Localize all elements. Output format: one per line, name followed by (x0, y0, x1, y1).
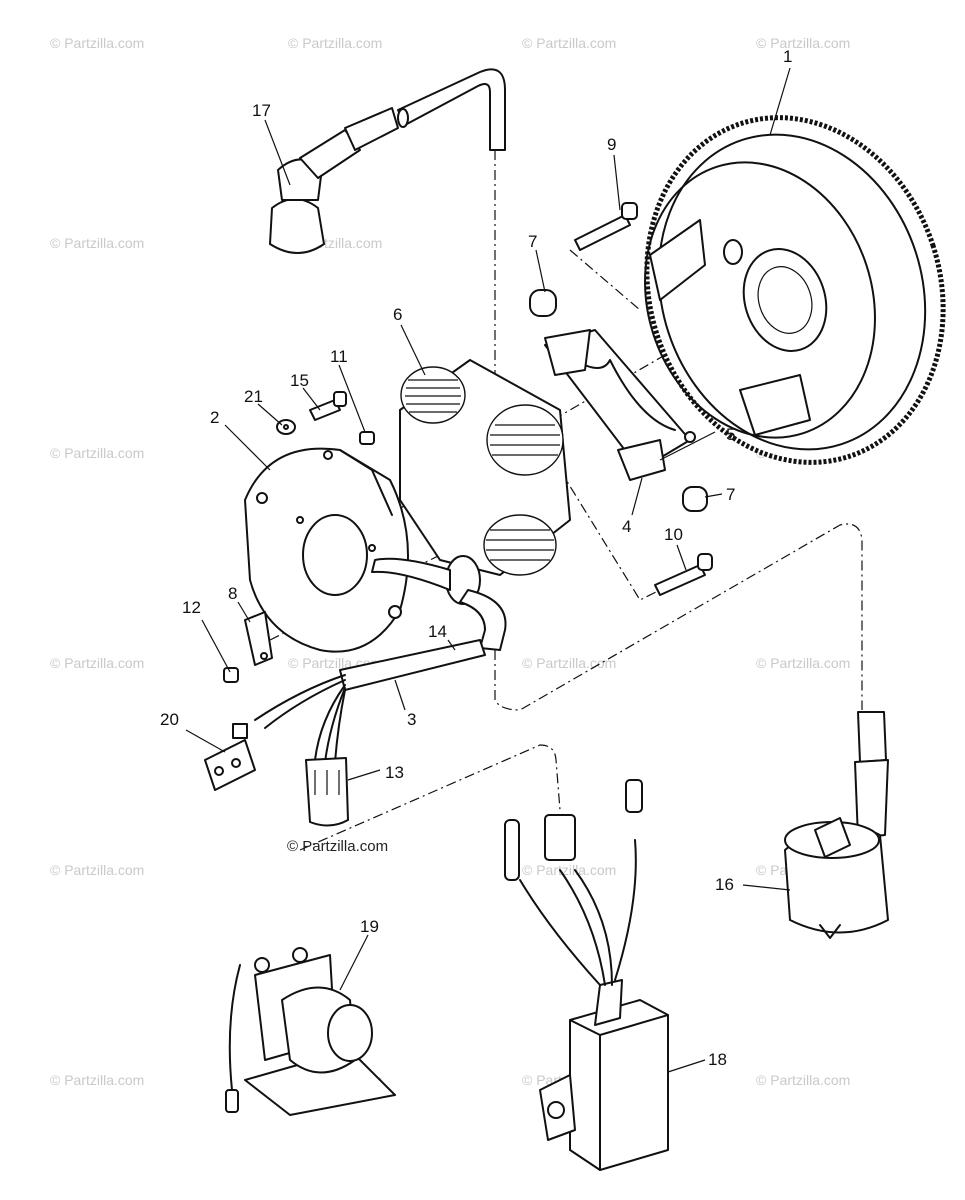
callout-6: 6 (393, 305, 402, 324)
callout-9: 9 (607, 135, 616, 154)
screw-upper (574, 202, 638, 251)
leader-lines (185, 67, 791, 1073)
coil-middle (486, 404, 564, 476)
washer-21 (276, 419, 296, 435)
callout-10: 10 (664, 525, 683, 544)
callout-7-upper: 7 (528, 232, 537, 251)
screw-12 (223, 667, 239, 683)
watermark: © Partzilla.com (50, 35, 144, 51)
watermark: © Partzilla.com (50, 655, 144, 671)
watermark: © Partzilla.com (50, 862, 144, 878)
coil-lower (483, 514, 557, 576)
watermark: © Partzilla.com (756, 655, 850, 671)
connector-20 (204, 723, 256, 791)
watermark: © Partzilla.com (50, 235, 144, 251)
watermark: © Partzilla.com (288, 35, 382, 51)
callout-19: 19 (360, 917, 379, 936)
callout-7-lower: 7 (726, 485, 735, 504)
spark-plug-cap (269, 68, 506, 254)
watermark: © Partzilla.com (756, 1072, 850, 1088)
screw-11 (359, 431, 375, 445)
callout-4: 4 (622, 517, 631, 536)
callout-13: 13 (385, 763, 404, 782)
grommet-14 (371, 555, 507, 651)
screw-15 (309, 391, 347, 421)
watermark: © Partzilla.com (756, 35, 850, 51)
watermark: © Partzilla.com (522, 35, 616, 51)
callout-1: 1 (783, 47, 792, 66)
stator-coils (399, 359, 571, 576)
flywheel (644, 115, 946, 465)
callout-5: 5 (726, 425, 735, 444)
callout-16: 16 (715, 875, 734, 894)
callout-labels: 1 2 3 4 5 6 7 7 8 9 10 11 12 13 14 15 16… (160, 47, 792, 1069)
connector-13 (305, 757, 349, 827)
callout-11: 11 (330, 347, 348, 366)
watermark: © Partzilla.com (522, 862, 616, 878)
callout-14: 14 (428, 622, 447, 641)
callout-20: 20 (160, 710, 179, 729)
pickup-assembly (544, 329, 696, 481)
spacer-upper (529, 289, 557, 317)
callout-21: 21 (244, 387, 263, 406)
callout-18: 18 (708, 1050, 727, 1069)
ignition-coil-16 (784, 711, 889, 939)
watermark: © Partzilla.com (522, 655, 616, 671)
callout-15: 15 (290, 371, 309, 390)
callout-2: 2 (210, 408, 219, 427)
starter-solenoid-19 (225, 947, 396, 1116)
callout-8: 8 (228, 584, 237, 603)
cdi-module-18 (504, 779, 669, 1171)
wire-clamp-8 (244, 611, 273, 666)
watermark: © Partzilla.com (50, 445, 144, 461)
spacer-lower (682, 486, 708, 512)
copyright-caption: © Partzilla.com (287, 838, 388, 855)
stator-plate (244, 447, 409, 653)
coil-upper (400, 366, 466, 424)
wiring-harness-3 (254, 639, 486, 763)
callout-3: 3 (407, 710, 416, 729)
watermark: © Partzilla.com (50, 1072, 144, 1088)
callout-12: 12 (182, 598, 201, 617)
screw-lower (654, 553, 713, 596)
callout-17: 17 (252, 101, 271, 120)
